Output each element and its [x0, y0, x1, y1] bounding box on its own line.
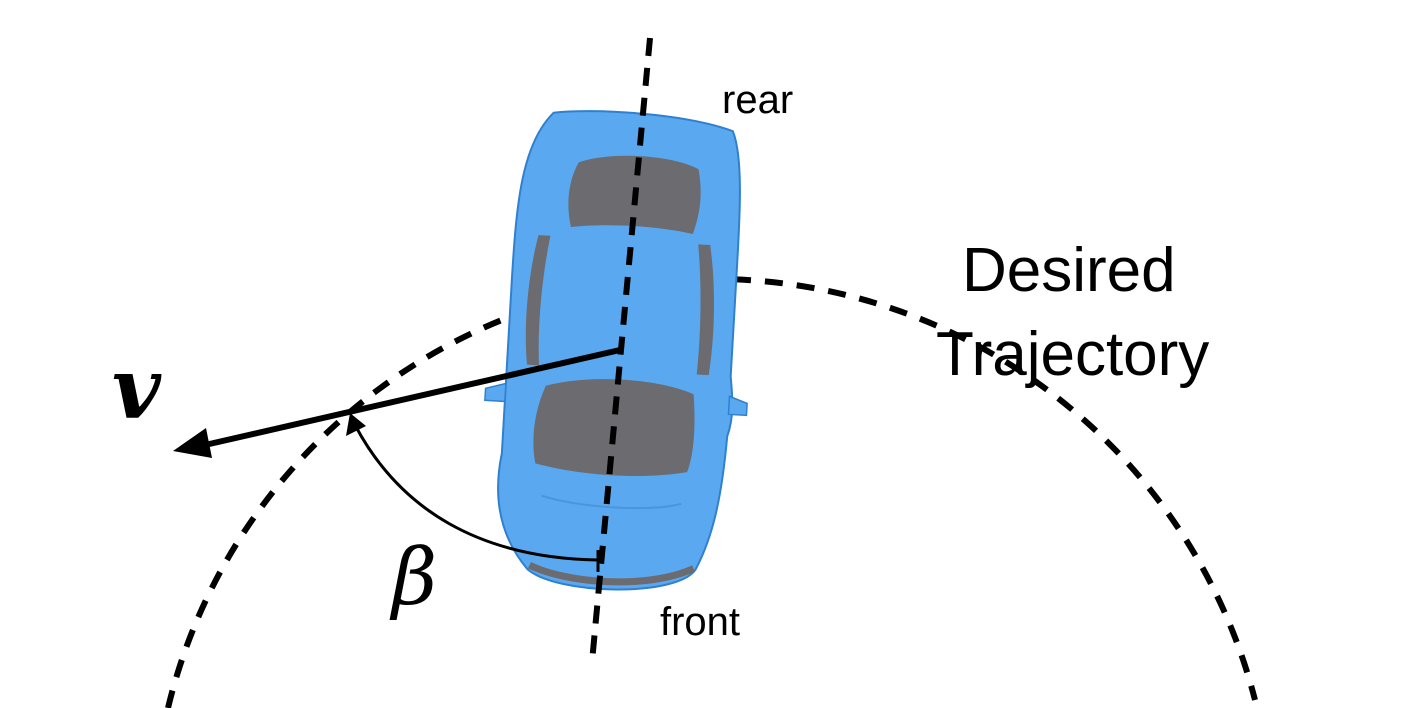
hood-detail	[541, 494, 682, 510]
front-label: front	[660, 600, 740, 644]
trajectory-label-line1: Desired	[962, 236, 1176, 305]
right-mirror	[727, 395, 748, 417]
trajectory-label-line2: Trajectory	[936, 320, 1209, 389]
velocity-symbol: v	[112, 339, 162, 438]
left-side-window	[525, 235, 551, 366]
right-side-window	[696, 244, 714, 376]
left-mirror	[484, 382, 507, 403]
slip-angle-arrow-icon	[346, 413, 366, 436]
car-axis-line	[589, 37, 653, 663]
slip-angle-arc	[353, 424, 599, 562]
velocity-arrow-icon	[173, 428, 212, 458]
velocity-vector	[204, 347, 621, 448]
slip-angle-symbol: β	[389, 533, 437, 623]
front-bumper	[527, 561, 695, 586]
rear-label: rear	[722, 78, 793, 122]
